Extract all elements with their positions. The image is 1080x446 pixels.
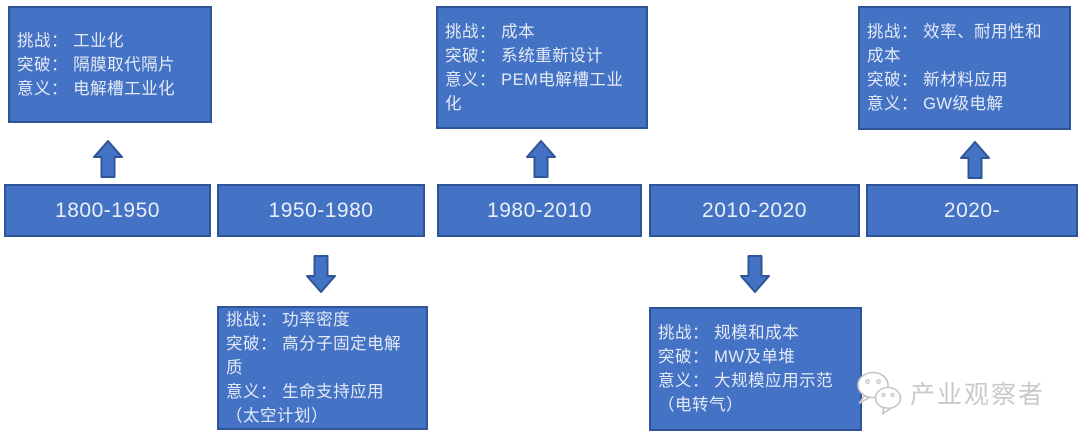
timeline-period-2010-2020: 2010-2020: [649, 184, 860, 237]
period-label: 1950-1980: [268, 198, 374, 222]
callout-line: 成本: [867, 47, 901, 65]
period-label: 2020-: [943, 198, 1001, 222]
callout-line: 挑战： 成本: [445, 22, 536, 41]
callout-1950-1980: 挑战： 功率密度 突破： 高分子固定电解 质 意义： 生命支持应用 （太空计划）: [217, 306, 428, 430]
watermark-text: 产业观察者: [910, 381, 1046, 409]
up-arrow-icon: [960, 141, 990, 179]
down-arrow-icon: [306, 255, 336, 293]
callout-line: 突破： 高分子固定电解: [226, 335, 402, 353]
period-label: 1800-1950: [55, 198, 160, 222]
callout-line: 突破： 新材料应用: [867, 71, 1009, 89]
callout-line: 挑战： 效率、耐用性和: [867, 23, 1043, 41]
period-label: 2010-2020: [702, 198, 807, 222]
callout-line: 挑战： 规模和成本: [658, 324, 800, 342]
callout-2020: 挑战： 效率、耐用性和 成本 突破： 新材料应用 意义： GW级电解: [858, 6, 1071, 130]
watermark: 产业观察者: [854, 370, 1045, 416]
callout-line: 意义： GW级电解: [867, 95, 1004, 113]
timeline-period-1980-2010: 1980-2010: [437, 184, 642, 237]
callout-line: （太空计划）: [226, 407, 328, 425]
callout-line: 挑战： 功率密度: [226, 311, 351, 329]
callout-1800-1950: 挑战： 工业化 突破： 隔膜取代隔片 意义： 电解槽工业化: [8, 6, 212, 123]
timeline-period-1950-1980: 1950-1980: [217, 184, 425, 237]
callout-1980-2010: 挑战： 成本 突破： 系统重新设计 意义： PEM电解槽工业 化: [436, 6, 648, 129]
callout-line: （电转气）: [658, 396, 743, 414]
callout-line: 意义： 生命支持应用: [226, 383, 385, 401]
wechat-icon: [854, 370, 904, 416]
callout-line: 意义： 大规模应用示范: [658, 372, 834, 390]
callout-line: 质: [226, 359, 243, 377]
callout-2010-2020: 挑战： 规模和成本 突破： MW及单堆 意义： 大规模应用示范 （电转气）: [649, 307, 862, 431]
callout-line: 挑战： 工业化: [17, 31, 125, 50]
callout-line: 意义： 电解槽工业化: [17, 79, 176, 98]
callout-line: 突破： 系统重新设计: [445, 46, 604, 65]
callout-line: 意义： PEM电解槽工业: [445, 70, 624, 89]
timeline-period-1800-1950: 1800-1950: [4, 184, 211, 237]
up-arrow-icon: [526, 140, 556, 178]
up-arrow-icon: [93, 140, 123, 178]
callout-line: 突破： 隔膜取代隔片: [17, 55, 176, 74]
period-label: 1980-2010: [487, 198, 592, 222]
timeline-period-2020: 2020-: [866, 184, 1078, 237]
callout-line: 化: [445, 94, 462, 113]
callout-line: 突破： MW及单堆: [658, 348, 796, 366]
down-arrow-icon: [740, 255, 770, 293]
